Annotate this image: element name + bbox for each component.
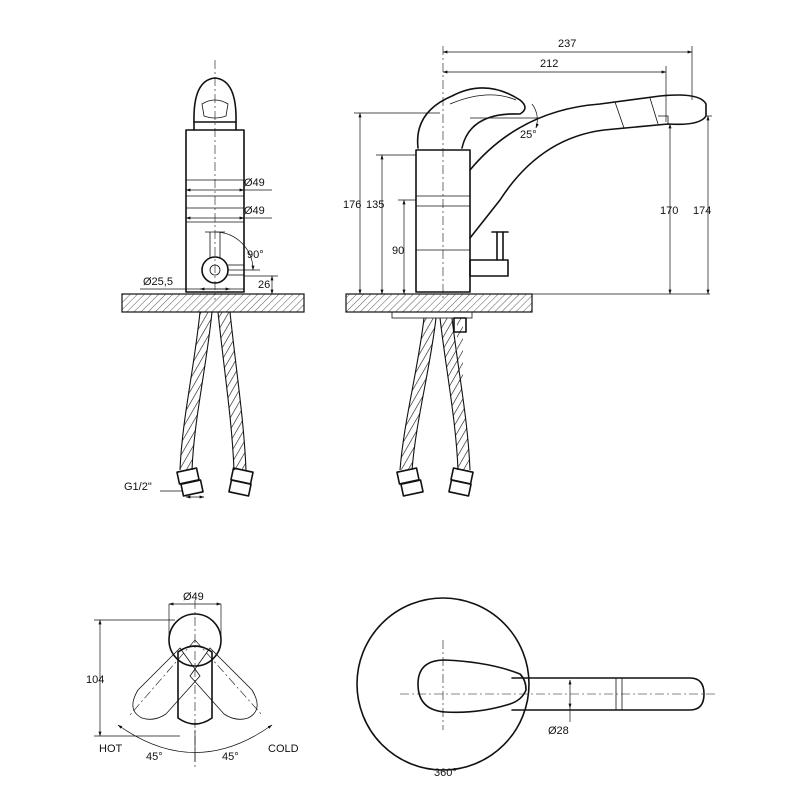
dim-dia-top: Ø49 <box>244 177 265 189</box>
body-front <box>415 149 471 293</box>
dim-angle-90: 90° <box>247 249 264 261</box>
dim-height-spout: 174 <box>693 205 711 217</box>
rotation-top-view: Ø28 360° <box>356 597 716 779</box>
lever-top <box>417 659 527 714</box>
dim-height-total: 176 <box>343 199 361 211</box>
body-side <box>185 129 245 293</box>
dim-lever-angle: 25° <box>520 129 537 141</box>
dim-dia-bottom: Ø49 <box>244 205 265 217</box>
dim-height-lower: 90 <box>392 245 404 257</box>
dim-height-body: 135 <box>366 199 384 211</box>
dim-dia-lever: Ø49 <box>183 591 204 603</box>
dim-length-spout: 212 <box>540 58 558 70</box>
label-cold: COLD <box>268 743 299 755</box>
dim-dia-spout: Ø28 <box>548 725 569 737</box>
lever-hot-position <box>132 647 201 720</box>
spout-top <box>511 677 705 711</box>
dim-depth: 104 <box>86 674 104 686</box>
countertop-left <box>121 293 305 313</box>
dim-thread: G1/2" <box>124 481 152 493</box>
hose-right-side <box>218 311 246 471</box>
lever-front <box>416 87 526 149</box>
dim-length-total: 237 <box>558 38 576 50</box>
label-hot: HOT <box>99 743 123 755</box>
dim-dia-base: Ø25,5 <box>143 276 173 288</box>
dim-height-base: 26 <box>258 279 270 291</box>
spout-front <box>469 94 707 239</box>
rotation-circle <box>356 597 530 771</box>
countertop-right <box>345 293 533 313</box>
dim-height-outlet: 170 <box>660 205 678 217</box>
dim-angle-left: 45° <box>146 751 163 763</box>
front-view: 237 212 25° 176 135 90 170 174 <box>343 38 712 497</box>
dim-angle-right: 45° <box>222 751 239 763</box>
hose-left-side <box>180 311 212 471</box>
lever-cold-position <box>189 647 258 720</box>
dim-rotation: 360° <box>434 767 457 779</box>
lever-top-view: Ø49 104 HOT COLD 45° 45° <box>86 591 299 770</box>
side-view: 90° Ø49 Ø49 Ø25,5 26 G1/2" <box>121 60 305 499</box>
diverter-front <box>469 259 509 277</box>
aerator-top-icon <box>201 99 229 119</box>
